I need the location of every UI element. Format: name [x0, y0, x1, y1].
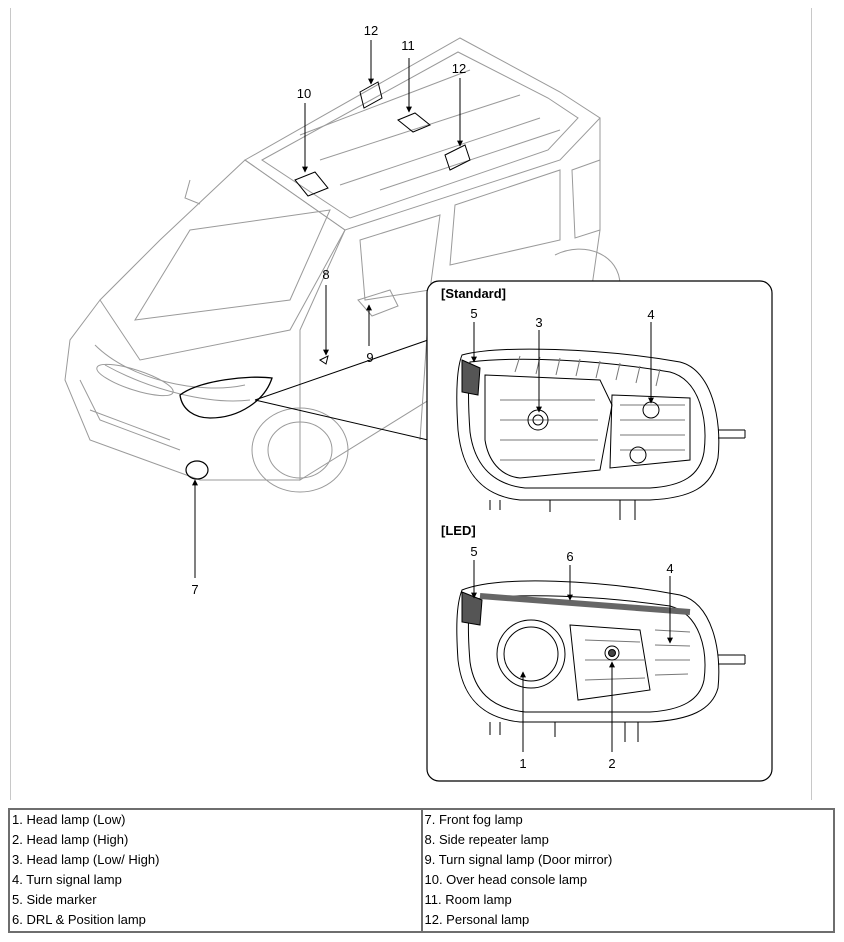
- callout-12-right: 12: [452, 61, 466, 76]
- legend-item: 12. Personal lamp: [424, 912, 530, 927]
- legend-item: 7. Front fog lamp: [424, 812, 523, 827]
- callout-7: 7: [191, 582, 198, 597]
- legend-item: 11. Room lamp: [424, 892, 512, 907]
- led-label: [LED]: [441, 523, 476, 538]
- legend-item: 8. Side repeater lamp: [424, 832, 549, 847]
- led-callout-1: 1: [519, 756, 526, 771]
- legend-item: 5. Side marker: [12, 892, 97, 907]
- std-callout-4: 4: [647, 307, 654, 322]
- figure-frame: [10, 8, 812, 800]
- callout-8: 8: [322, 267, 329, 282]
- legend-column-right: 7. Front fog lamp 8. Side repeater lamp …: [420, 810, 834, 931]
- callout-10: 10: [297, 86, 311, 101]
- headlamp-inset: [Standard] [LED]: [426, 280, 773, 782]
- legend-column-left: 1. Head lamp (Low) 2. Head lamp (High) 3…: [10, 810, 421, 931]
- legend-table: 1. Head lamp (Low) 2. Head lamp (High) 3…: [8, 808, 835, 933]
- led-callout-5: 5: [470, 544, 477, 559]
- lamp-location-diagram: 12 11 12 10 8 9 7 [Standard] [LED]: [64, 23, 773, 782]
- standard-label: [Standard]: [441, 286, 506, 301]
- standard-headlamp-drawing: [456, 348, 746, 520]
- vehicle-drawing: [64, 37, 621, 493]
- legend-item: 9. Turn signal lamp (Door mirror): [424, 852, 613, 867]
- callout-9: 9: [366, 350, 373, 365]
- legend-item: 4. Turn signal lamp: [12, 872, 122, 887]
- callout-11: 11: [401, 38, 415, 53]
- legend-item: 1. Head lamp (Low): [12, 812, 126, 827]
- std-callout-3: 3: [535, 315, 542, 330]
- legend-item: 3. Head lamp (Low/ High): [12, 852, 160, 867]
- legend-item: 2. Head lamp (High): [12, 832, 129, 847]
- led-callout-4: 4: [666, 561, 673, 576]
- led-callout-6: 6: [566, 549, 573, 564]
- led-callout-2: 2: [608, 756, 615, 771]
- callout-12-left: 12: [364, 23, 378, 38]
- std-callout-5: 5: [470, 306, 477, 321]
- led-headlamp-drawing: [456, 580, 746, 742]
- legend-item: 6. DRL & Position lamp: [12, 912, 146, 927]
- legend-item: 10. Over head console lamp: [424, 872, 588, 887]
